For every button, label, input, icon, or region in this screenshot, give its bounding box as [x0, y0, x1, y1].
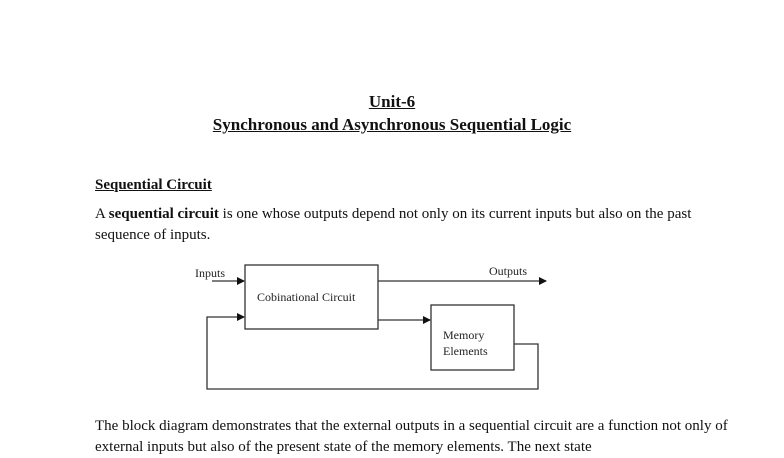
paragraph-lead: A: [95, 206, 109, 222]
memory-elements-box: [430, 304, 515, 371]
inputs-label: Inputs: [195, 266, 225, 280]
memory-label-line2: Elements: [443, 344, 488, 358]
bold-term: sequential circuit: [108, 206, 219, 222]
feedback-path: [206, 313, 539, 390]
explanation-paragraph: The block diagram demonstrates that the …: [95, 418, 728, 455]
outputs-label: Outputs: [489, 264, 527, 278]
section-heading: Sequential Circuit: [95, 177, 212, 193]
combinational-circuit-box: [244, 264, 379, 330]
definition-paragraph: A sequential circuit is one whose output…: [95, 204, 715, 246]
sequential-circuit-block-diagram: Inputs Cobinational Circuit Outputs Memo…: [195, 264, 547, 390]
unit-title: Unit-6: [368, 92, 416, 111]
paragraph-rest: is one whose outputs depend not only on …: [95, 206, 692, 243]
memory-label-line1: Memory: [443, 328, 484, 342]
combinational-label: Cobinational Circuit: [257, 290, 356, 304]
chapter-title: Synchronous and Asynchronous Sequential …: [212, 115, 572, 134]
